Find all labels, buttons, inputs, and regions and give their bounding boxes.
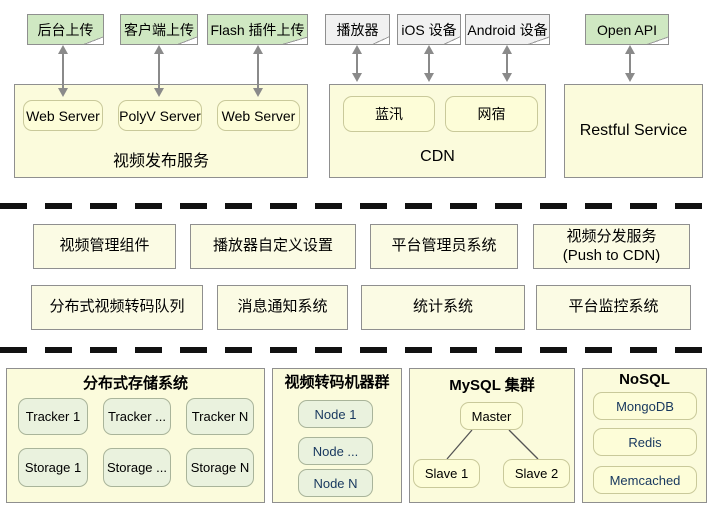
arrow-client-to-polyv (154, 45, 164, 97)
sticky-backend-upload: 后台上传 (27, 14, 104, 45)
sticky-flash-upload: Flash 插件上传 (207, 14, 308, 45)
sticky-android-device: Android 设备 (465, 14, 550, 45)
chip-mongodb: MongoDB (593, 392, 697, 420)
chip-node-n: Node N (298, 469, 373, 497)
sticky-ios-device: iOS 设备 (397, 14, 461, 45)
chip-tracker-n: Tracker N (186, 398, 254, 435)
chip-redis: Redis (593, 428, 697, 456)
service-video-management: 视频管理组件 (33, 224, 176, 269)
chip-memcached: Memcached (593, 466, 697, 494)
video-publish-service-label: 视频发布服务 (112, 153, 209, 170)
mysql-cluster-label: MySQL 集群 (449, 377, 535, 394)
arrow-player-to-cdn (352, 45, 362, 82)
chip-slave-1: Slave 1 (413, 459, 480, 488)
chip-tracker-1: Tracker 1 (18, 398, 88, 435)
restful-service-label: Restful Service (579, 122, 688, 139)
arrow-ios-to-cdn (424, 45, 434, 82)
divider-bottom (0, 347, 715, 353)
chip-storage-1: Storage 1 (18, 448, 88, 487)
chip-slave-2: Slave 2 (503, 459, 570, 488)
nosql-label: NoSQL (619, 371, 670, 388)
service-video-distribution: 视频分发服务 (Push to CDN) (533, 224, 690, 269)
chip-web-server-2: Web Server (217, 100, 300, 131)
chip-master: Master (460, 402, 523, 430)
distributed-storage-label: 分布式存储系统 (82, 375, 188, 392)
chip-node-dots: Node ... (298, 437, 373, 465)
sticky-open-api: Open API (585, 14, 669, 45)
service-platform-admin: 平台管理员系统 (370, 224, 518, 269)
chip-node-1: Node 1 (298, 400, 373, 428)
sticky-client-upload: 客户端上传 (120, 14, 198, 45)
divider-top (0, 203, 715, 209)
chip-wangsu: 网宿 (445, 96, 538, 132)
chip-web-server-1: Web Server (23, 100, 103, 131)
service-platform-monitoring: 平台监控系统 (536, 285, 691, 330)
arrow-flash-to-webserver (253, 45, 263, 97)
cdn-label: CDN (420, 148, 455, 165)
sticky-player: 播放器 (325, 14, 390, 45)
arrow-backend-to-webserver (58, 45, 68, 97)
service-message-notification: 消息通知系统 (217, 285, 348, 330)
service-transcode-queue: 分布式视频转码队列 (31, 285, 203, 330)
transcode-cluster-label: 视频转码机器群 (284, 374, 390, 391)
arrow-openapi-to-restful (625, 45, 635, 82)
chip-storage-dots: Storage ... (103, 448, 171, 487)
chip-polyv-server: PolyV Server (118, 100, 202, 131)
panel-restful-service: Restful Service (564, 84, 703, 178)
chip-lanxun: 蓝汛 (343, 96, 435, 132)
panel-video-publish-service (14, 84, 308, 178)
chip-tracker-dots: Tracker ... (103, 398, 171, 435)
chip-storage-n: Storage N (186, 448, 254, 487)
arrow-android-to-cdn (502, 45, 512, 82)
service-player-custom-settings: 播放器自定义设置 (190, 224, 356, 269)
service-statistics: 统计系统 (361, 285, 525, 330)
